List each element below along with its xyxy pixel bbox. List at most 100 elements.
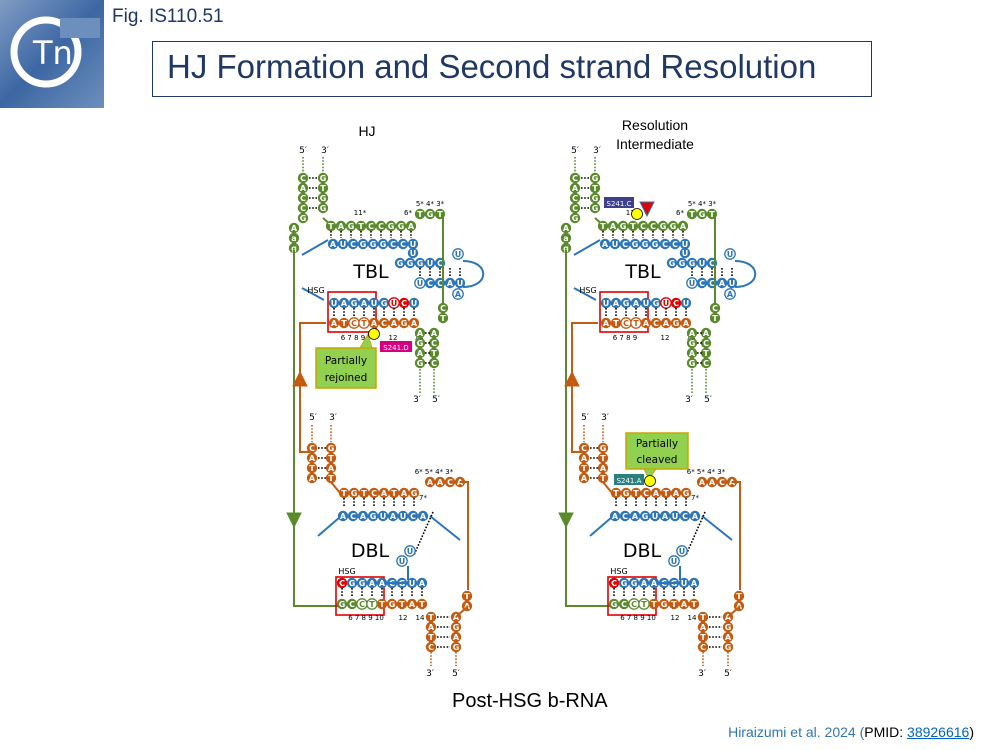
right-stem-lb-1-circle	[560, 232, 572, 244]
left-tbl-hsg-dna-1-letter: T	[341, 319, 347, 328]
right-dbl-top-0: T	[610, 487, 622, 499]
left-dbl-rna-1-circle	[347, 510, 359, 522]
right-stem-l-4: G	[569, 212, 581, 224]
right-tbl-tail-l-0-circle	[686, 327, 698, 339]
right-dbl-tail-r-1-letter: G	[725, 623, 732, 632]
left-tbl-tail-l-0-circle	[414, 327, 426, 339]
left-tbl-tail-l-3-letter: G	[417, 359, 424, 368]
right-stem-l-0-circle	[569, 172, 581, 184]
right-dbl-stem-r-3-circle	[597, 472, 609, 484]
left-pos-5s4s3s: 5* 4* 3*	[416, 200, 445, 208]
right-tbl-top-8: A	[677, 220, 689, 232]
right-dbl-top-5-letter: T	[663, 489, 669, 498]
s241c-box	[604, 197, 634, 208]
right-dbl-stem-r-3: T	[597, 472, 609, 484]
left-tbl-loop-bot-0: U	[414, 277, 426, 289]
left-dbl-top-7-letter: G	[411, 489, 418, 498]
right-dbl-hsg-dna-0-letter: G	[611, 600, 618, 609]
left-tbl-tail-l-3: G	[414, 357, 426, 369]
left-tbl-tail-r-0-letter: A	[431, 329, 438, 338]
left-dbl-hsg-rna-4-circle	[376, 577, 388, 589]
left-tbl-loop-bot-3-circle	[444, 277, 456, 289]
left-tbl-hsg-rna-3-letter: A	[361, 299, 368, 308]
left-dbl-rna-6-letter: U	[400, 512, 407, 521]
left-dbl-tail-l-0-letter: T	[428, 613, 434, 622]
left-pos-7s: 7*	[419, 494, 427, 502]
left-tbl-top-4-circle	[365, 220, 377, 232]
left-three-prime-mid: 3′	[413, 395, 421, 405]
right-stem-lb-2: g	[560, 242, 572, 254]
left-tbl-hsg-dna-7-letter: G	[401, 319, 408, 328]
right-tbl-top-3-letter: T	[630, 222, 636, 231]
left-stem-r-3-circle	[317, 202, 329, 214]
right-tbl-rna-top-1-letter: U	[612, 240, 619, 249]
left-tbl-hsg-rna-7: C	[398, 297, 410, 309]
right-dbl-rna-8-letter: A	[692, 512, 699, 521]
left-dbl-top-5-circle	[388, 487, 400, 499]
right-dbl-stem-conn	[602, 481, 613, 494]
right-tbl-loop-top-2: G	[686, 257, 698, 269]
right-tbl-hsg-rna-1: A	[610, 297, 622, 309]
right-tbl-right-ct-1-circle	[709, 312, 721, 324]
left-dbl-loop-u2-0-circle	[396, 555, 408, 567]
right-tbl-rna-top-5: G	[649, 238, 661, 250]
left-dbl-right-top-1-circle	[434, 476, 446, 488]
right-tbl-tail-l-2: A	[686, 347, 698, 359]
s241a-box	[614, 474, 644, 485]
left-tbl-loop-bot-2-letter: C	[437, 279, 443, 288]
left-tbl-hsg-link	[301, 287, 325, 301]
right-dbl-top-5-circle	[660, 487, 672, 499]
right-tbl-loop-bot-1: C	[696, 277, 708, 289]
left-dbl-rna-0-letter: A	[340, 512, 347, 521]
left-tbl-top-3: T	[355, 220, 367, 232]
right-tbl-top-5-circle	[647, 220, 659, 232]
right-tbl-loop-top-2-letter: G	[689, 259, 696, 268]
right-tbl-top-2-letter: G	[620, 222, 627, 231]
right-tbl-tail-r-0-letter: A	[703, 329, 710, 338]
left-tbl-rna-top-6: C	[387, 238, 399, 250]
right-dbl-tail-l-1-circle	[697, 621, 709, 633]
right-tbl-rna-top-6-circle	[659, 238, 671, 250]
left-tbl-right-0-circle	[414, 208, 426, 220]
right-tbl-tail-l-2-circle	[686, 347, 698, 359]
right-dbl-rna-5-letter: A	[662, 512, 669, 521]
left-dbl-hsg-dna-6-circle	[396, 598, 408, 610]
left-dbl-top-1-letter: G	[351, 489, 358, 498]
right-dbl-hsg-rna-4: A	[648, 577, 660, 589]
left-dbl-rna-5-circle	[387, 510, 399, 522]
right-dbl-loop-u1-0-circle	[676, 545, 688, 557]
left-tbl-right-ct-1: T	[437, 312, 449, 324]
right-stem-lb-2-letter: g	[563, 244, 569, 253]
left-dbl-right-ta-0-circle	[461, 590, 473, 602]
citation-pmid-link[interactable]: 38926616	[907, 724, 970, 740]
right-tbl-right-1-letter: G	[699, 210, 706, 219]
right-tbl-rna-top-4-letter: G	[642, 240, 649, 249]
right-dbl-rna-0-circle	[609, 510, 621, 522]
left-five-prime-bot: 5′	[452, 669, 460, 679]
left-tbl-rna-top-link	[301, 239, 329, 256]
left-tbl-rna-top-5-letter: G	[380, 240, 387, 249]
left-five-prime-top: 5′	[299, 146, 307, 156]
left-dbl-top-3-circle	[368, 487, 380, 499]
left-dbl-hsg-dna-5-circle	[386, 598, 398, 610]
left-tbl-hsg-rna-6: U	[388, 297, 400, 309]
left-tbl-hsg-dna-4: A	[368, 317, 380, 329]
right-tbl-tail-r-2-circle	[700, 347, 712, 359]
right-dbl-hsg-rna-3: A	[638, 577, 650, 589]
right-tbl-tail-r-3-letter: C	[703, 359, 709, 368]
left-dbl-right-top-0: A	[424, 476, 436, 488]
left-three-prime-bot: 3′	[426, 669, 434, 679]
left-stem-r-0-letter: G	[320, 174, 327, 183]
left-tbl-rna-top-2-circle	[347, 238, 359, 250]
right-tbl-hsg-dna-6: A	[660, 317, 672, 329]
left-tbl-hsg-dna-7-circle	[398, 317, 410, 329]
left-tbl-hsg-dna-5-circle	[378, 317, 390, 329]
left-dbl-right-top-2-letter: C	[447, 478, 453, 487]
right-tbl-top-1: A	[607, 220, 619, 232]
left-dbl-hsg-dna-6: T	[396, 598, 408, 610]
right-tbl-hsg-rna-8-circle	[680, 297, 692, 309]
right-tbl-rna-top-8: U	[679, 238, 691, 250]
left-dbl-rna-3-circle	[367, 510, 379, 522]
right-stem-r-0-letter: G	[592, 174, 599, 183]
left-dbl-tail-l-1: A	[425, 621, 437, 633]
